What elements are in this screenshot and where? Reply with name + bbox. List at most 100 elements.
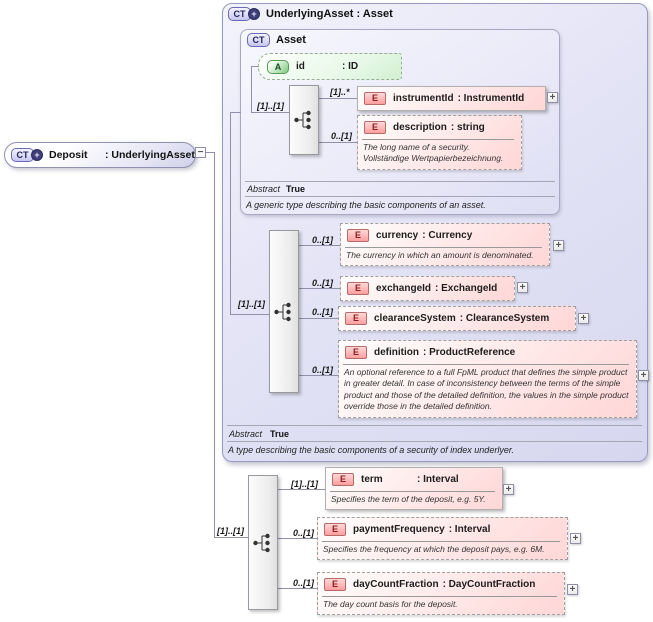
abstract-value: True (270, 429, 290, 439)
sequence-icon (248, 475, 278, 610)
divider (227, 441, 642, 442)
connector-line (214, 537, 248, 538)
element-definition[interactable]: E definition : ProductReference An optio… (338, 340, 637, 418)
element-icon: E (364, 92, 386, 105)
connector-line (299, 245, 340, 246)
plus-badge: + (248, 8, 260, 20)
element-title: instrumentId : InstrumentId (393, 93, 525, 104)
complex-type-plus-icon: CT + (228, 7, 260, 21)
divider (330, 491, 495, 492)
divider (322, 596, 557, 597)
element-title: dayCountFraction : DayCountFraction (353, 579, 536, 590)
cardinality-label: [1]..[1] (217, 526, 244, 536)
element-annotation: Specifies the term of the deposit, e.g. … (331, 494, 486, 504)
element-exchangeId[interactable]: E exchangeId : ExchangeId (340, 276, 515, 301)
element-dayCountFraction[interactable]: E dayCountFraction : DayCountFraction Th… (317, 572, 565, 616)
sequence-glyph (294, 110, 311, 130)
expand-icon[interactable]: + (547, 92, 558, 103)
abstract-label: Abstract (247, 184, 281, 194)
sequence-glyph (274, 302, 291, 321)
connector-line (319, 142, 357, 143)
root-deposit-node[interactable]: CT + Deposit : UnderlyingAsset (4, 142, 196, 168)
divider (345, 247, 542, 248)
asset-header: CT Asset (247, 33, 306, 47)
underlying-asset-annotation: A type describing the basic components o… (228, 445, 514, 455)
plus-badge: + (31, 149, 43, 161)
element-icon: E (347, 282, 369, 295)
attribute-icon: A (267, 59, 289, 74)
divider (227, 425, 642, 426)
connector-line (299, 318, 338, 319)
element-description[interactable]: E description : string The long name of … (357, 115, 522, 170)
element-annotation: The currency in which an amount is denom… (346, 250, 534, 260)
connector-line (299, 288, 340, 289)
element-icon: E (324, 523, 346, 536)
root-title: Deposit : UnderlyingAsset (49, 149, 195, 161)
connector-line (251, 66, 252, 113)
connector-line (230, 112, 231, 315)
element-annotation: Specifies the frequency at which the dep… (323, 544, 545, 554)
connector-line (278, 588, 317, 589)
attribute-id[interactable]: A id : ID (258, 53, 402, 80)
element-title: paymentFrequency : Interval (353, 524, 491, 535)
element-icon: E (345, 346, 367, 359)
expand-icon[interactable]: + (567, 584, 578, 595)
abstract-value: True (286, 184, 306, 194)
underlying-asset-title: UnderlyingAsset : Asset (266, 8, 393, 20)
collapse-icon[interactable]: − (195, 147, 206, 158)
cardinality-label: 0..[1] (312, 365, 334, 375)
element-title: exchangeId : ExchangeId (376, 283, 498, 294)
connector-line (319, 98, 357, 99)
connector-line (299, 375, 338, 376)
sequence-icon (289, 85, 319, 155)
abstract-label: Abstract (229, 429, 263, 439)
divider (245, 196, 555, 197)
element-icon: E (364, 121, 386, 134)
element-currency[interactable]: E currency : Currency The currency in wh… (340, 223, 550, 267)
cardinality-label: [1]..[1] (257, 101, 284, 111)
connector-line (214, 152, 215, 537)
cardinality-label: [1]..[1] (291, 479, 318, 489)
complex-type-plus-icon: CT + (11, 148, 43, 162)
expand-icon[interactable]: + (517, 282, 528, 293)
element-title: clearanceSystem : ClearanceSystem (374, 313, 550, 324)
asset-title: Asset (276, 34, 306, 46)
element-instrumentId[interactable]: E instrumentId : InstrumentId (357, 86, 546, 111)
element-annotation: The day count basis for the deposit. (323, 599, 458, 609)
element-paymentFrequency[interactable]: E paymentFrequency : Interval Specifies … (317, 517, 568, 561)
cardinality-label: 0..[1] (293, 528, 315, 538)
expand-icon[interactable]: + (638, 370, 649, 381)
element-icon: E (332, 473, 354, 486)
expand-icon[interactable]: + (553, 240, 564, 251)
element-title: description : string (393, 122, 485, 133)
connector-line (230, 314, 269, 315)
cardinality-label: 0..[1] (293, 578, 315, 588)
cardinality-label: [1]..[1] (238, 299, 265, 309)
element-clearanceSystem[interactable]: E clearanceSystem : ClearanceSystem (338, 306, 576, 331)
connector-line (251, 112, 289, 113)
connector-line (230, 112, 241, 113)
expand-icon[interactable]: + (503, 484, 514, 495)
element-title: term : Interval (361, 474, 459, 485)
ct-icon: CT (247, 33, 270, 47)
cardinality-label: 0..[1] (312, 307, 334, 317)
element-icon: E (345, 312, 367, 325)
asset-annotation: A generic type describing the basic comp… (246, 200, 486, 210)
divider (362, 139, 514, 140)
cardinality-label: [1]..* (330, 87, 350, 97)
connector-line (206, 152, 215, 153)
connector-line (278, 489, 325, 490)
element-icon: E (347, 229, 369, 242)
expand-icon[interactable]: + (570, 533, 581, 544)
divider (343, 364, 629, 365)
connector-line (251, 66, 258, 67)
sequence-icon (269, 230, 299, 393)
underlying-asset-header: CT + UnderlyingAsset : Asset (228, 7, 393, 21)
element-term[interactable]: E term : Interval Specifies the term of … (325, 467, 503, 511)
cardinality-label: 0..[1] (312, 278, 334, 288)
element-title: definition : ProductReference (374, 347, 516, 358)
expand-icon[interactable]: + (578, 313, 589, 324)
element-icon: E (324, 578, 346, 591)
connector-line (278, 538, 317, 539)
